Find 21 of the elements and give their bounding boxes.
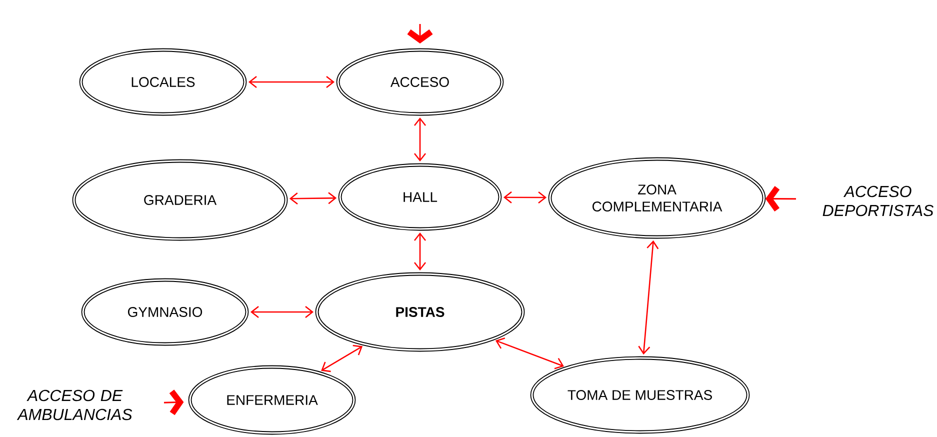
oval-node: PISTAS [315,272,525,352]
double-arrow [250,306,314,318]
note-text: ACCESO DEPORTISTAS [822,186,934,216]
double-arrow [495,338,564,370]
double-arrow [414,232,426,271]
double-arrow [248,76,335,88]
oval-node: ENFERMERIA [188,365,356,435]
oval-node: HALL [338,163,502,231]
double-arrow [638,240,659,355]
chevron-arrow [765,186,796,212]
oval-node: ZONA COMPLEMENTARIA [548,157,766,239]
double-arrow [321,344,363,372]
double-arrow [414,117,426,162]
double-arrow [289,192,337,205]
oval-node: GYMNASIO [81,278,249,346]
double-arrow [503,191,547,204]
note-text: ACCESO DE AMBULANCIAS [16,390,132,420]
oval-node: LOCALES [79,48,247,116]
oval-node: GRADERIA [72,159,288,241]
oval-node: TOMA DE MUESTRAS [530,356,750,434]
oval-node: ACCESO [336,48,504,116]
